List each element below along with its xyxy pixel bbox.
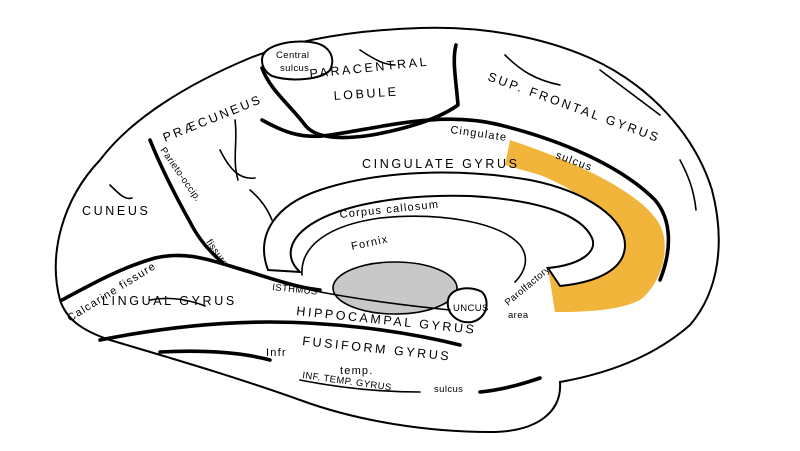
label-infr: Infr xyxy=(266,347,287,359)
inf-temp-sulcus xyxy=(158,349,272,362)
hippocampal-sulcus xyxy=(309,289,451,311)
cuneus-sulcus xyxy=(109,184,133,200)
calcarine-fissure-line xyxy=(60,253,322,302)
paracentral-border-sulcus xyxy=(260,43,460,140)
label-isthmus: ISTHMUS xyxy=(272,282,318,298)
lingual-sulcus xyxy=(149,297,206,307)
hemisphere-outline xyxy=(54,26,720,434)
label-olfactory-2: area xyxy=(508,310,529,321)
thalamus-region xyxy=(332,261,458,315)
label-cuneus: CUNEUS xyxy=(82,204,150,218)
cingulate-sulcus-highlight xyxy=(505,140,665,312)
inf-temp-sulcus-2 xyxy=(478,376,542,394)
label-lingual-gyrus: LINGUAL GYRUS xyxy=(102,294,237,308)
cingulate-sulcus-line xyxy=(260,117,671,282)
frontal-sulcus-2 xyxy=(599,69,661,116)
praecuneus-sulcus-3 xyxy=(249,189,273,221)
parieto-occipital-fissure xyxy=(148,138,224,264)
collateral-sulcus xyxy=(98,320,462,347)
praecuneus-sulcus-2 xyxy=(234,119,239,181)
label-temp: temp. xyxy=(340,365,374,377)
label-cingulate-gyrus: CINGULATE GYRUS xyxy=(362,157,520,171)
label-uncus: UNCUS xyxy=(453,303,489,314)
label-central-sulcus-1: Central xyxy=(276,50,309,61)
frontal-sulcus-1 xyxy=(504,54,561,86)
label-sulcus-bottom: sulcus xyxy=(434,384,463,395)
central-sulcus-outline xyxy=(260,40,334,81)
label-paracentral-2: LOBULE xyxy=(333,84,399,102)
fornix-arc xyxy=(301,215,527,283)
uncus-outline xyxy=(446,287,488,324)
fusiform-sulcus xyxy=(299,379,421,393)
frontal-sulcus-3 xyxy=(679,159,697,211)
paracentral-sulcus xyxy=(359,49,396,66)
corpus-callosum-outline xyxy=(263,171,627,288)
label-central-sulcus-2: sulcus xyxy=(280,63,309,74)
